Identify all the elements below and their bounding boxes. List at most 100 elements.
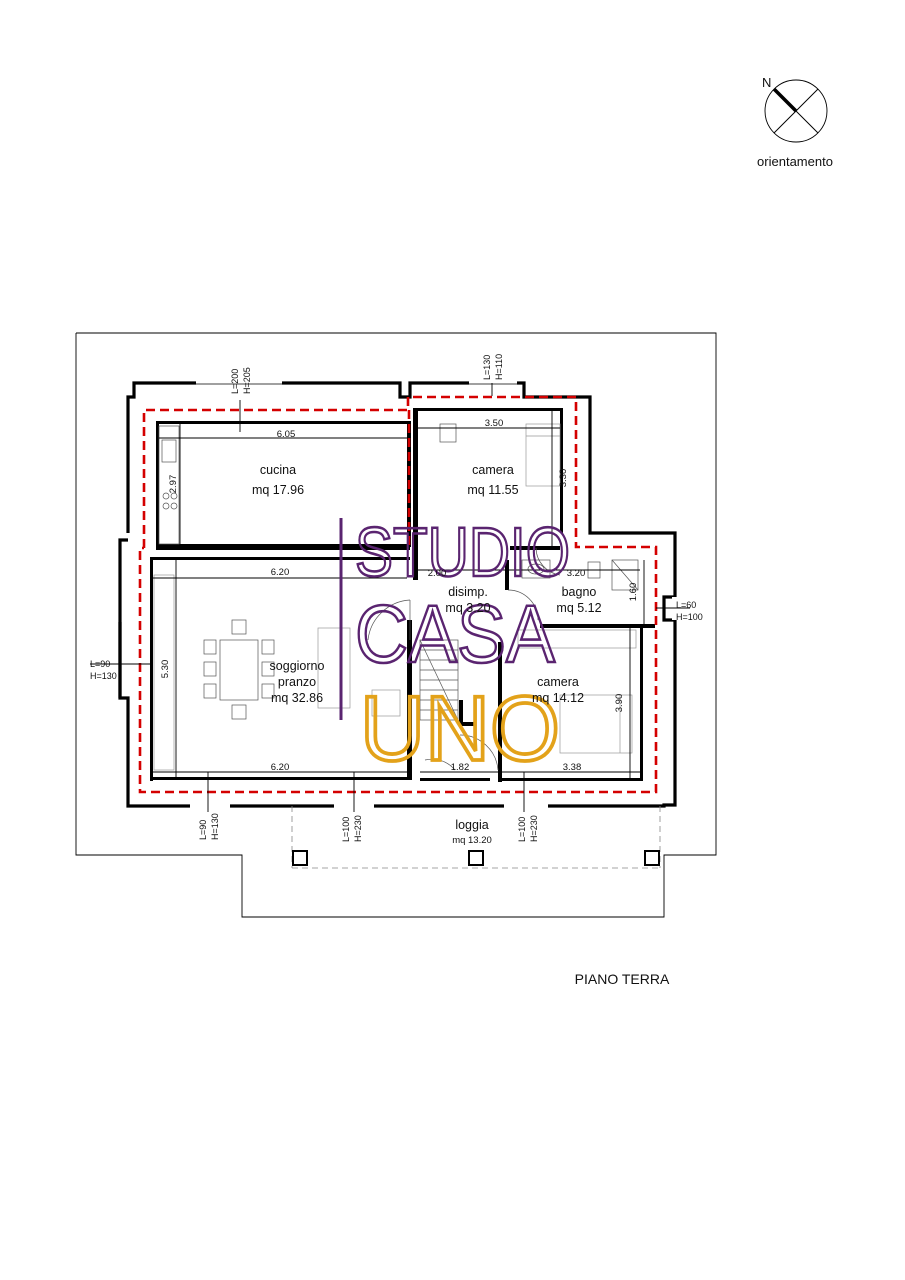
win-camera1-h: H=110 (494, 354, 504, 380)
window-leaders (90, 383, 690, 812)
camera2-area: mq 14.12 (532, 691, 584, 705)
wall-camera1-east (560, 408, 563, 533)
wall-corr-bottom (420, 778, 490, 781)
dim-camera2-h: 3.90 (614, 694, 625, 713)
hob-burner (170, 502, 178, 510)
chair (203, 639, 217, 655)
hob-burner (162, 492, 170, 500)
compass-caption: orientamento (757, 154, 833, 169)
wardrobe (517, 629, 637, 649)
dim-bagno-w: 3.20 (567, 568, 586, 579)
doors (367, 547, 561, 771)
wall-soggiorno-east (407, 620, 412, 780)
wall-soggiorno-west (150, 557, 153, 781)
dim-bagno-h: 1.60 (628, 583, 639, 602)
stair-diagonal (419, 639, 459, 721)
chair (203, 661, 217, 677)
wall-outline (118, 381, 677, 808)
sideboard (153, 574, 175, 771)
washbasin (521, 559, 551, 579)
win-s2-h: H=230 (353, 815, 363, 842)
bed (525, 423, 561, 487)
hob-burner (162, 502, 170, 510)
wall-camera2-east (640, 625, 643, 781)
wall-camera2-west (498, 642, 502, 782)
camera1-furniture (439, 423, 561, 487)
kitchen-counter (158, 425, 180, 545)
door-corr (424, 758, 456, 771)
dim-soggiorno-top: 6.20 (271, 567, 290, 578)
win-east-l: L=60 (676, 600, 696, 610)
dim-cucina-h: 2.97 (168, 475, 179, 494)
cucina-area: mq 17.96 (252, 483, 304, 497)
shower (611, 559, 639, 591)
pillar (292, 850, 308, 866)
pillar (644, 850, 660, 866)
room-labels: cucina mq 17.96 camera mq 11.55 disimp. … (252, 463, 602, 846)
camera2-name: camera (537, 675, 579, 689)
compass-north-label: N (762, 75, 771, 90)
win-s1-l: L=90 (198, 820, 208, 840)
win-s2-l: L=100 (341, 817, 351, 842)
wall-camera1-south (510, 546, 560, 550)
soggiorno-name: soggiorno (270, 659, 325, 673)
dimension-lines (153, 411, 645, 778)
floor-title: PIANO TERRA (575, 971, 670, 987)
wall-stair-cap (459, 722, 475, 726)
window-labels: L=200 H=205 L=130 H=110 L=90 H=130 L=60 … (90, 354, 703, 842)
disimp-area: mq 3.20 (445, 601, 490, 615)
sink (161, 439, 177, 463)
door-camera2 (459, 734, 499, 771)
win-s3-h: H=230 (529, 815, 539, 842)
watermark-uno: UNO (360, 678, 560, 780)
watermark-studio: STUDIO (355, 513, 570, 591)
dimension-labels: 6.05 2.97 3.50 3.30 2.00 3.20 1.60 6.20 … (160, 418, 639, 773)
win-s3-l: L=100 (517, 817, 527, 842)
dim-soggiorno-bottom: 6.20 (271, 762, 290, 773)
bed (559, 694, 633, 754)
loggia-name: loggia (455, 818, 488, 832)
disimp-name: disimp. (448, 585, 488, 599)
bagno-fixtures (521, 559, 639, 591)
wall-cucina-west (156, 421, 159, 547)
insulation-line (138, 395, 658, 794)
door-disimp-west (367, 599, 411, 641)
compass-needle (772, 87, 798, 113)
win-west-l: L=90 (90, 659, 110, 669)
wall-cucina-north (156, 421, 410, 424)
hob-burner (170, 492, 178, 500)
chair (203, 683, 217, 699)
wall-cucina-south (156, 544, 410, 550)
opening-east (672, 597, 678, 620)
chair (261, 661, 275, 677)
win-camera1-l: L=130 (482, 355, 492, 380)
stair (419, 639, 459, 721)
pillar (468, 850, 484, 866)
dim-cucina-w: 6.05 (277, 429, 296, 440)
win-west-h: H=130 (90, 671, 117, 681)
wall-soggiorno-top (150, 557, 410, 560)
win-cucina-h: H=205 (242, 367, 252, 394)
wall-soggiorno-bottom (150, 777, 410, 780)
soggiorno-area: mq 32.86 (271, 691, 323, 705)
wall-camera2-bottom (502, 778, 642, 781)
soggiorno-furniture (153, 574, 401, 771)
wall-camera1-top (418, 408, 562, 411)
dim-soggiorno-h: 5.30 (160, 660, 171, 679)
compass: N orientamento (757, 75, 833, 169)
watermark-casa: CASA (355, 589, 555, 680)
win-cucina-l: L=200 (230, 369, 240, 394)
chair (231, 619, 247, 635)
chair (261, 683, 275, 699)
wardrobe (439, 423, 457, 443)
counter (158, 425, 180, 545)
shower-diag (611, 559, 639, 591)
loggia-area: mq 13.20 (452, 835, 492, 846)
wall-bagno-west (505, 560, 509, 590)
dim-camera1-h: 3.30 (558, 469, 569, 488)
chair (261, 639, 275, 655)
opening-s3 (504, 803, 548, 809)
door-bagno (507, 589, 539, 621)
washbasin-bowl (527, 563, 545, 575)
